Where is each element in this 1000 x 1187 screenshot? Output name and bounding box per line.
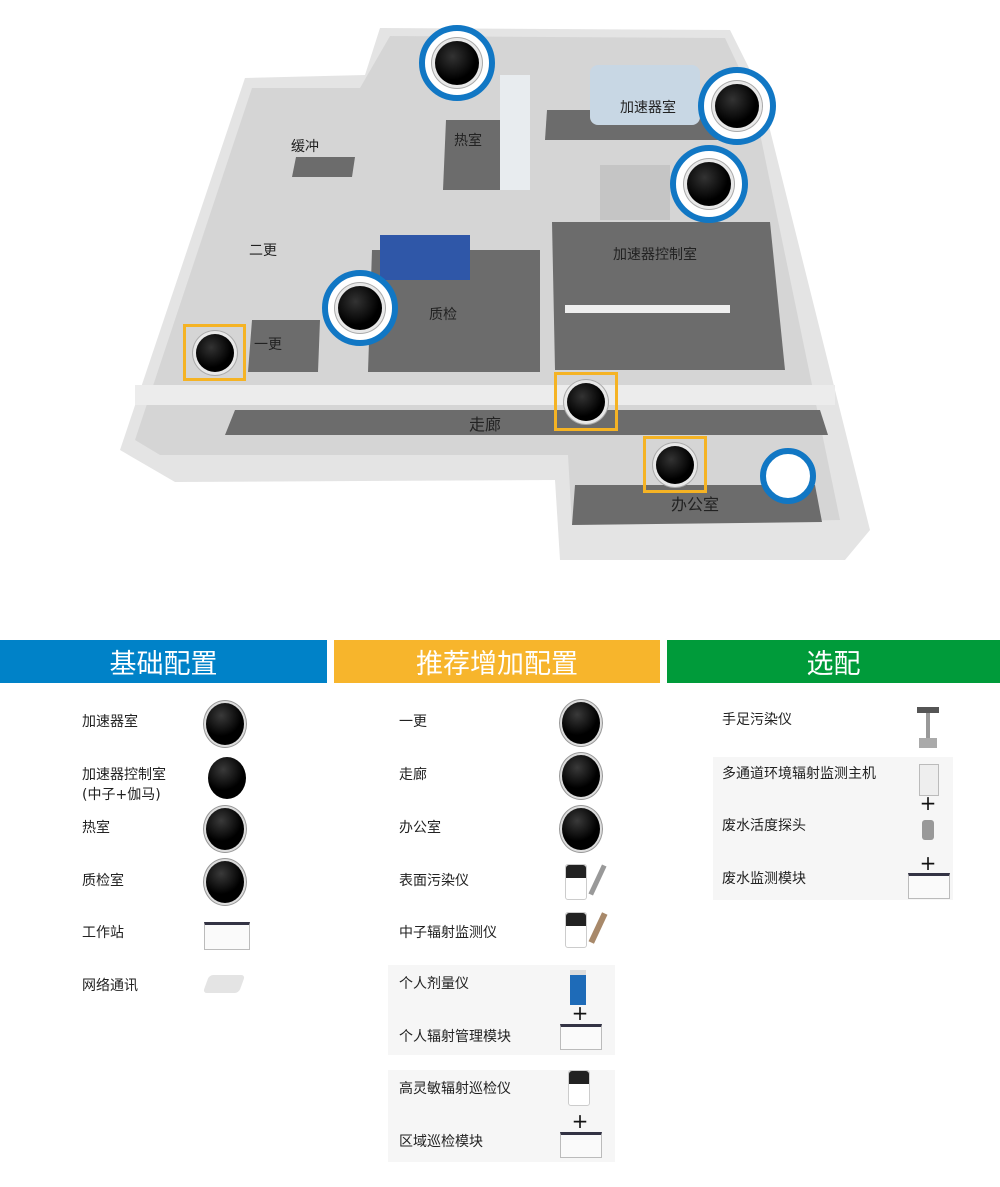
detector-icon: [206, 861, 244, 903]
header-basic: 基础配置: [0, 640, 327, 683]
recommended-item: 高灵敏辐射巡检仪: [399, 1081, 511, 1097]
plus-sign: +: [571, 1109, 589, 1133]
recommended-item: 个人辐射管理模块: [399, 1029, 511, 1045]
header-recommended: 推荐增加配置: [334, 640, 660, 683]
hand-foot-monitor-base: [919, 738, 937, 748]
recommended-item: 办公室: [399, 820, 441, 836]
wastewater-probe-icon: [922, 820, 934, 840]
room-label-office: 办公室: [670, 495, 720, 514]
room-label-change1: 一更: [254, 337, 282, 353]
detector-hot: [419, 25, 495, 101]
room-label-qc: 质检: [429, 307, 457, 323]
basic-item: (中子+伽马): [82, 787, 161, 803]
room-label-control: 加速器控制室: [613, 247, 697, 263]
detector-corridor: [554, 372, 618, 431]
surface-meter-icon: [565, 864, 587, 900]
detector-icon: [206, 703, 244, 745]
detector-icon: [562, 702, 600, 744]
detector-icon: [562, 808, 600, 850]
optional-item: 废水监测模块: [722, 871, 806, 887]
detector-icon: [562, 755, 600, 797]
survey-meter-icon: [568, 1070, 590, 1106]
neutron-meter-icon: [565, 912, 587, 948]
dosimeter-icon: [570, 970, 586, 1005]
room-label-hot: 热室: [454, 133, 482, 149]
basic-item: 工作站: [82, 925, 124, 941]
optional-item: 多通道环境辐射监测主机: [722, 766, 876, 782]
floor-plan: [120, 28, 870, 560]
hand-foot-monitor-stand: [926, 713, 930, 741]
probe-icon: [588, 864, 607, 896]
module-screen-icon: [560, 1132, 602, 1158]
recommended-item: 一更: [399, 714, 427, 730]
monitor-host-icon: [919, 764, 939, 796]
recommended-item: 表面污染仪: [399, 873, 469, 889]
optional-item: 废水活度探头: [722, 818, 806, 834]
detector-office: [643, 436, 707, 493]
room-label-corridor: 走廊: [468, 415, 502, 434]
detector-icon: [206, 808, 244, 850]
basic-item: 网络通讯: [82, 978, 138, 994]
basic-item: 加速器室: [82, 714, 138, 730]
basic-item: 质检室: [82, 873, 124, 889]
detector-qc: [322, 270, 398, 346]
recommended-item: 走廊: [399, 767, 427, 783]
hand-foot-monitor-icon: [917, 707, 939, 713]
recommended-item: 区域巡检模块: [399, 1134, 483, 1150]
recommended-item: 中子辐射监测仪: [399, 925, 497, 941]
workstation-office: [760, 448, 816, 504]
basic-item: 热室: [82, 820, 110, 836]
plus-sign: +: [919, 791, 937, 815]
recommended-item: 个人剂量仪: [399, 976, 469, 992]
detector-icon: [208, 757, 246, 799]
module-screen-icon: [908, 873, 950, 899]
room-label-buffer: 缓冲: [291, 139, 319, 155]
header-optional: 选配: [667, 640, 1000, 683]
room-label-change2: 二更: [249, 243, 277, 259]
optional-item: 手足污染仪: [722, 712, 792, 728]
detector-change1: [183, 324, 246, 381]
detector-control: [670, 145, 748, 223]
basic-item: 加速器控制室: [82, 767, 166, 783]
plus-sign: +: [571, 1001, 589, 1025]
module-screen-icon: [560, 1024, 602, 1050]
room-label-accel: 加速器室: [620, 100, 676, 116]
detector-accel: [698, 67, 776, 145]
plus-sign: +: [919, 851, 937, 875]
router-icon: [202, 975, 246, 993]
workstation-icon: [204, 922, 250, 950]
probe-icon: [588, 912, 608, 944]
